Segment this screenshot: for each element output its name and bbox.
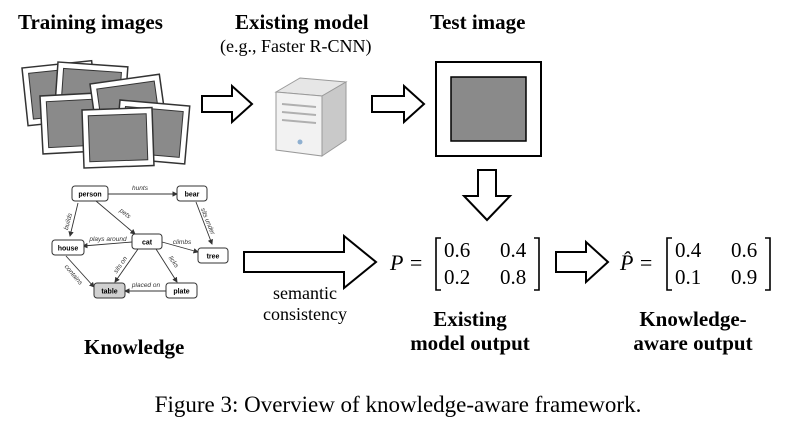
- matrix-phat-cell: 0.6: [731, 238, 758, 262]
- edge-label-plays-around: plays around: [88, 236, 127, 243]
- node-cat: cat: [131, 233, 163, 250]
- aware-output-line1: Knowledge-: [639, 307, 747, 331]
- test-image-icon: [435, 61, 542, 157]
- node-bear: bear: [176, 185, 208, 202]
- semantic-consistency-label: semantic consistency: [248, 283, 362, 325]
- edge-label-licks: licks: [167, 255, 180, 270]
- node-person: person: [71, 185, 109, 202]
- edge-sits-on: [114, 248, 139, 283]
- node-tree: tree: [197, 247, 229, 264]
- existing-model-heading: Existing model: [235, 10, 369, 34]
- existing-output-line1: Existing: [433, 307, 507, 331]
- existing-output-heading: Existing model output: [395, 307, 545, 355]
- svg-text:bear: bear: [185, 192, 200, 199]
- training-images-heading: Training images: [18, 10, 163, 34]
- matrix-p-symbol: P =: [390, 250, 424, 275]
- semantic-consistency-arrow-icon: [243, 233, 378, 291]
- edge-label-pets: pets: [117, 207, 132, 221]
- matrix-p-cell: 0.4: [500, 238, 527, 262]
- existing-model-subheading: (e.g., Faster R-CNN): [220, 36, 372, 56]
- matrix-p-cell: 0.2: [444, 265, 471, 289]
- figure-caption: Figure 3: Overview of knowledge-aware fr…: [154, 392, 642, 417]
- matrix-p-brackets: [435, 237, 540, 291]
- svg-text:table: table: [101, 289, 117, 296]
- node-table: table: [93, 282, 126, 299]
- knowledge-heading: Knowledge: [84, 335, 185, 359]
- training-images-stack: [21, 59, 191, 169]
- matrix-phat-brackets: [666, 237, 771, 291]
- aware-output-heading: Knowledge- aware output: [618, 307, 768, 355]
- photo-icon: [81, 106, 155, 169]
- node-house: house: [51, 239, 85, 256]
- server-icon: [274, 77, 348, 157]
- node-plate: plate: [165, 282, 198, 299]
- svg-text:tree: tree: [207, 254, 220, 261]
- svg-text:house: house: [58, 246, 79, 253]
- svg-text:plate: plate: [173, 289, 189, 296]
- aware-output-line2: aware output: [633, 331, 753, 355]
- existing-output-line2: model output: [410, 331, 530, 355]
- edge-licks: [155, 248, 178, 283]
- hollow-down-arrow-icon: [461, 169, 513, 222]
- edge-label-builds: builds: [63, 212, 74, 231]
- edge-plays-around: [82, 241, 133, 249]
- knowledge-graph: hunts builds pets sits under plays aroun…: [51, 185, 229, 299]
- matrix-p-cell: 0.8: [500, 265, 527, 289]
- test-image-heading: Test image: [430, 10, 526, 34]
- semantic-consistency-line2: consistency: [263, 304, 347, 324]
- edge-label-climbs: climbs: [173, 239, 192, 246]
- edge-label-contains: contains: [63, 264, 84, 288]
- edge-sits-under: [195, 201, 213, 245]
- matrix-phat-cell: 0.4: [675, 238, 702, 262]
- edge-contains: [65, 255, 95, 288]
- matrix-phat-cell: 0.1: [675, 265, 702, 289]
- matrix-p-cell: 0.6: [444, 238, 471, 262]
- matrix-phat-cell: 0.9: [731, 265, 758, 289]
- hollow-arrow-icon: [555, 239, 610, 285]
- svg-text:person: person: [78, 192, 101, 199]
- edge-label-hunts: hunts: [132, 185, 149, 192]
- edge-pets: [95, 200, 136, 235]
- semantic-consistency-line1: semantic: [273, 283, 337, 303]
- edge-label-placed-on: placed on: [131, 282, 161, 289]
- edge-builds: [68, 202, 79, 237]
- hollow-arrow-icon: [371, 83, 426, 125]
- matrix-phat-symbol: P̂ =: [620, 250, 654, 275]
- edge-climbs: [161, 241, 199, 254]
- hollow-arrow-icon: [201, 83, 254, 125]
- svg-text:cat: cat: [142, 240, 153, 247]
